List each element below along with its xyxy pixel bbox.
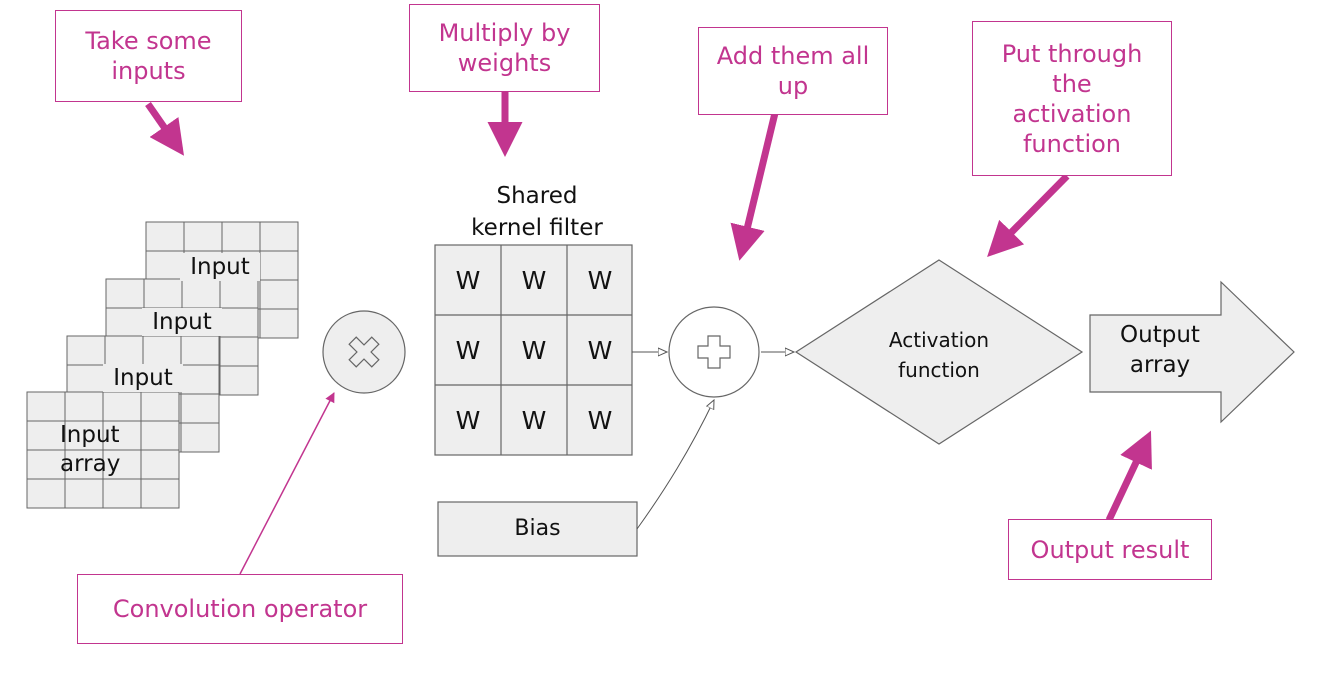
input-cell [140,391,180,422]
weight-cell: W [455,405,481,435]
callout-convolution-operator: Convolution operator [77,574,403,644]
input-label-4: Input array [60,422,121,477]
input-cell [143,278,183,309]
input-cell [180,422,220,453]
input-label-1: Input [180,253,260,281]
input-grid-4 [26,391,180,509]
input-cell [145,221,185,252]
callout-activation-function: Put through the activation function [972,21,1172,176]
activation-label: Activation function [888,328,990,382]
input-cell [26,420,66,451]
callout-take-inputs: Take some inputs [55,10,242,102]
bias-box [437,501,638,557]
add-arrow [730,112,779,261]
weight-cell: W [587,405,613,435]
weight-cell: W [521,335,547,365]
input-cell [102,449,142,480]
input-cell [259,279,299,310]
weight-cell: W [521,265,547,295]
input-cell [219,365,259,396]
input-cell [180,364,220,395]
input-cell [102,391,142,422]
input-cell [259,308,299,339]
input-cell [140,478,180,509]
input-cell [64,420,104,451]
take-inputs-arrow [145,102,184,156]
input-cell [221,221,261,252]
output-label: Output array [1120,322,1200,378]
input-cell [219,278,259,309]
input-cell [105,278,145,309]
input-cell [145,250,185,281]
input-cell [181,278,221,309]
weight-cell: W [455,265,481,295]
kernel-filter-grid [434,244,633,456]
input-cell [105,307,145,338]
sum-node [668,306,760,398]
input-cell [26,478,66,509]
input-cell [64,391,104,422]
input-cell [183,221,223,252]
input-cell [26,391,66,422]
input-cell [219,336,259,367]
output-result-arrow [1105,430,1152,522]
input-label-2: Input [142,308,222,336]
multiply-icon [348,336,380,368]
input-cell [180,335,220,366]
convolution-operator-node [322,310,406,394]
input-cell [142,335,182,366]
convolution-arrow [239,392,335,575]
input-cell [66,335,106,366]
input-cell [66,364,106,395]
input-cell [259,250,299,281]
input-cell [140,449,180,480]
input-cell [102,478,142,509]
callout-output-result: Output result [1008,519,1212,580]
bias-label: Bias [514,516,561,541]
kernel-title: Shared kernel filter [471,183,603,241]
plus-icon [697,335,731,369]
input-cell [219,307,259,338]
weight-cell: W [455,335,481,365]
callout-multiply-weights: Multiply by weights [409,4,600,92]
activation-arrow [987,173,1070,257]
activation-diamond [794,259,1084,445]
weight-cell: W [587,265,613,295]
output-arrow-shape [1089,280,1295,424]
input-cell [64,478,104,509]
weight-cell: W [587,335,613,365]
weight-cell: W [521,405,547,435]
input-cell [259,221,299,252]
input-cell [104,335,144,366]
callout-add-up: Add them all up [698,27,888,115]
input-cell [140,420,180,451]
input-label-3: Input [103,364,183,392]
bias-to-sum-connector [636,400,714,530]
input-cell [102,420,142,451]
input-cell [180,393,220,424]
